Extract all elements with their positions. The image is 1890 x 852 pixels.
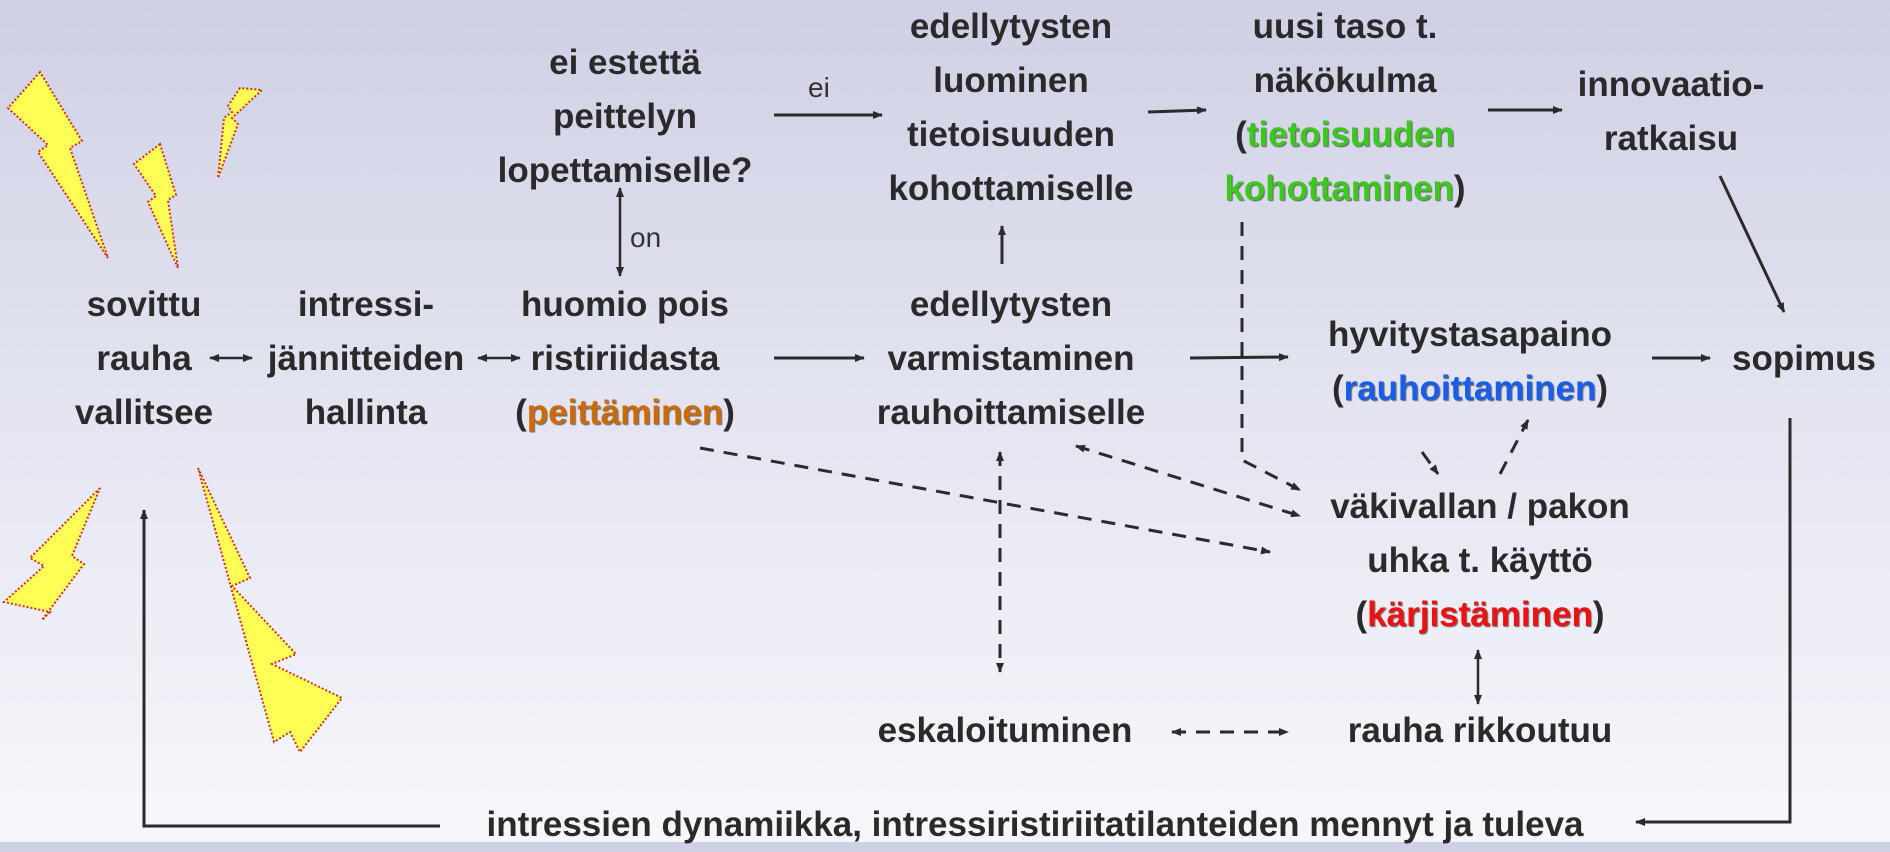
node-text: rauha	[96, 339, 192, 378]
node-text: tietoisuuden	[906, 115, 1116, 154]
node-edellytysten-luominen: edellytysten luominen tietoisuuden kohot…	[866, 0, 1156, 216]
node-vakivalta: väkivallan / pakon uhka t. käyttö (kärji…	[1310, 480, 1650, 642]
node-text: innovaatio-	[1577, 65, 1765, 104]
paren-open: (	[1355, 595, 1368, 634]
dashed-varmistaminen-vakivalta	[1075, 444, 1301, 518]
node-innovaatioratkaisu: innovaatio- ratkaisu	[1566, 58, 1776, 166]
paren-open: (	[515, 393, 527, 432]
node-hyvitystasapaino: hyvitystasapaino (rauhoittaminen)	[1300, 308, 1640, 416]
node-line: (kärjistäminen)	[1310, 588, 1650, 642]
node-text: jännitteiden	[267, 339, 465, 378]
node-eskaloituminen: eskaloituminen	[862, 704, 1148, 758]
node-text: luominen	[933, 61, 1089, 100]
paren-close: )	[723, 393, 735, 432]
dashed-vakivalta-hyvitys-2	[1498, 419, 1530, 475]
node-text: edellytysten	[909, 285, 1113, 324]
highlight-peittaminen: peittäminen	[526, 393, 724, 432]
highlight-kohottaminen: kohottaminen	[1224, 169, 1454, 208]
node-line: (rauhoittaminen)	[1300, 362, 1640, 416]
node-uusi-taso: uusi taso t. näkökulma (tietoisuuden koh…	[1200, 0, 1490, 216]
paren-open: (	[1331, 369, 1344, 408]
node-text: eskaloituminen	[877, 711, 1133, 750]
arrow-loop-right	[1635, 418, 1792, 826]
node-text: näkökulma	[1253, 61, 1437, 100]
label-ei: ei	[808, 72, 830, 103]
node-text: varmistaminen	[887, 339, 1135, 378]
node-line: kohottaminen)	[1200, 162, 1490, 216]
paren-open: (	[1235, 115, 1247, 154]
highlight-tietoisuuden: tietoisuuden	[1246, 115, 1455, 154]
node-text: rauhoittamiselle	[876, 393, 1146, 432]
arrow-luominen-uusi	[1147, 106, 1207, 115]
lightning-bolt-2	[132, 142, 179, 269]
lightning-bolt-4	[1, 487, 101, 621]
node-text: kohottamiselle	[888, 169, 1134, 208]
highlight-karjistaminen: kärjistäminen	[1367, 595, 1593, 634]
node-text: väkivallan / pakon	[1330, 487, 1630, 526]
node-ei-estetta: ei estettä peittelyn lopettamiselle?	[470, 36, 780, 198]
node-sopimus: sopimus	[1724, 332, 1884, 386]
node-edellytysten-varmistaminen: edellytysten varmistaminen rauhoittamise…	[858, 278, 1164, 440]
node-text: sovittu	[86, 285, 202, 324]
lightning-bolt-1	[6, 70, 109, 259]
paren-close: )	[1592, 595, 1605, 634]
node-intressijannitteiden-hallinta: intressi- jännitteiden hallinta	[256, 278, 476, 440]
node-text: ristiriidasta	[530, 339, 720, 378]
node-text: edellytysten	[909, 7, 1113, 46]
label-on: on	[630, 222, 662, 253]
node-text: vallitsee	[74, 393, 214, 432]
node-rauha-rikkoutuu: rauha rikkoutuu	[1330, 704, 1630, 758]
node-line: (tietoisuuden	[1200, 108, 1490, 162]
node-text: ei estettä	[549, 43, 701, 82]
node-sovittu-rauha: sovittu rauha vallitsee	[44, 278, 244, 440]
node-text: ratkaisu	[1603, 119, 1739, 158]
node-text: intressien dynamiikka, intressiristiriit…	[486, 805, 1584, 844]
node-text: hyvitystasapaino	[1328, 315, 1612, 354]
highlight-rauhoittaminen: rauhoittaminen	[1343, 369, 1597, 408]
node-text: huomio pois	[520, 285, 730, 324]
dashed-uusi-vakivalta	[1240, 222, 1301, 492]
node-intressien-dynamiikka: intressien dynamiikka, intressiristiriit…	[440, 798, 1630, 852]
arrow-innovaatio-sopimus	[1718, 175, 1786, 313]
paren-close: )	[1596, 369, 1609, 408]
node-text: uusi taso t.	[1252, 7, 1438, 46]
lightning-bolts	[1, 70, 344, 754]
node-text: lopettamiselle?	[497, 151, 753, 190]
paren-close: )	[1453, 169, 1466, 208]
node-text: rauha rikkoutuu	[1347, 711, 1613, 750]
lightning-bolt-5	[197, 467, 344, 754]
dashed-hyvitys-vakivalta-1	[1420, 451, 1440, 475]
node-line: (peittäminen)	[500, 386, 750, 440]
lightning-bolt-3	[217, 86, 265, 179]
arrow-loop-left	[140, 509, 440, 828]
node-text: hallinta	[304, 393, 428, 432]
arrow-varmistaminen-hyvitys	[1189, 353, 1289, 362]
node-text: uhka t. käyttö	[1367, 541, 1593, 580]
dashed-huomio-vakivalta	[699, 446, 1271, 555]
node-huomio-pois: huomio pois ristiriidasta (peittäminen)	[500, 278, 750, 440]
node-text: intressi-	[297, 285, 435, 324]
node-text: sopimus	[1732, 339, 1876, 378]
node-text: peittelyn	[553, 97, 697, 136]
